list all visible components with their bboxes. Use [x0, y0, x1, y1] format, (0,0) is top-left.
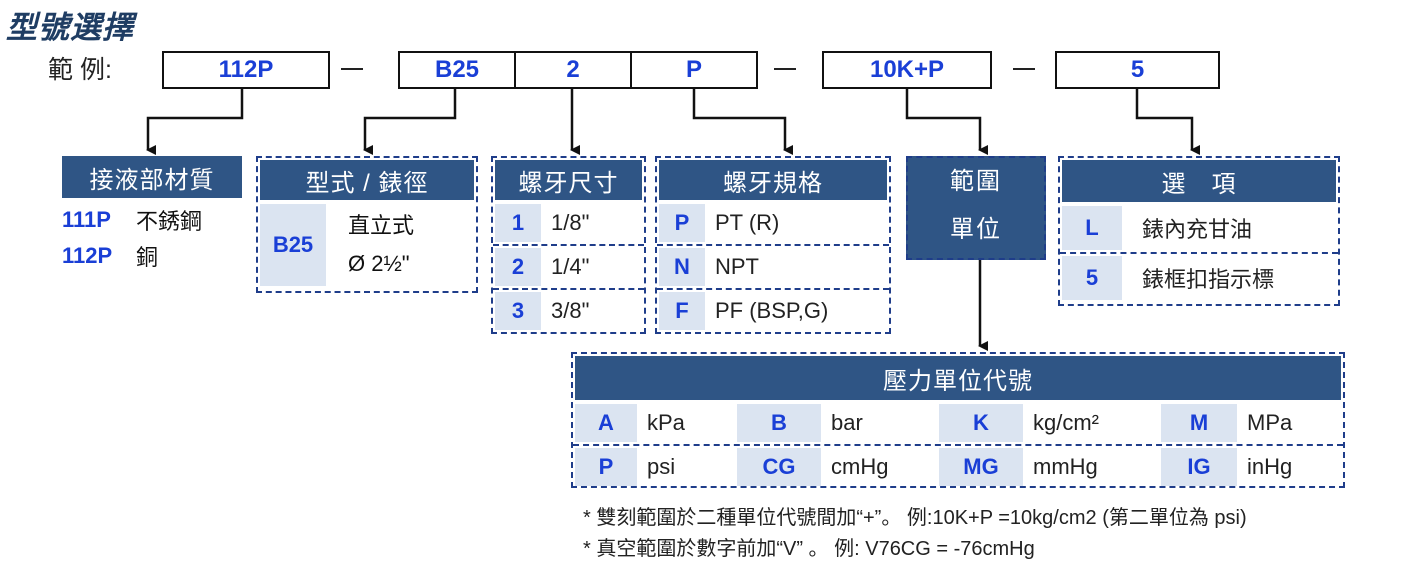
unit-code: P: [575, 448, 637, 486]
thread-spec-code: N: [659, 248, 705, 286]
thread-size-code: 3: [495, 292, 541, 330]
example-segment-type: B25: [398, 51, 516, 89]
example-segment-option: 5: [1055, 51, 1220, 89]
thread-spec-value: PT (R): [715, 210, 780, 235]
options-block: 選 項 L 錶內充甘油 5 錶框扣指示標: [1058, 156, 1340, 306]
thread-size-header: 螺牙尺寸: [495, 160, 642, 200]
unit-value: cmHg: [831, 454, 889, 479]
arrow-option: [1135, 89, 1200, 155]
thread-spec-header: 螺牙規格: [659, 160, 887, 200]
material-header: 接液部材質: [62, 156, 242, 198]
table-row: P psi CG cmHg MG mmHg IG inHg: [573, 444, 1343, 488]
unit-value: bar: [831, 410, 863, 435]
arrow-type: [363, 89, 457, 155]
unit-value: kPa: [647, 410, 685, 435]
arrow-range: [905, 89, 988, 155]
type-line1: 直立式: [348, 213, 415, 238]
thread-size-code: 2: [495, 248, 541, 286]
type-row: B25 直立式 Ø 2½": [258, 202, 476, 288]
thread-size-value: 1/8": [551, 210, 590, 235]
material-value: 銅: [136, 245, 159, 270]
note-vacuum: * 真空範圍於數字前加“V” 。 例: V76CG = -76cmHg: [583, 538, 1035, 560]
option-code: L: [1062, 206, 1122, 250]
separator-dash: [774, 68, 796, 70]
list-item: L 錶內充甘油: [1060, 204, 1338, 252]
unit-value: inHg: [1247, 454, 1293, 479]
arrow-thread-spec: [692, 89, 793, 155]
list-item: 5 錶框扣指示標: [1060, 252, 1338, 302]
pressure-unit-table: 壓力單位代號 A kPa B bar K kg/cm² M MPa P psi …: [571, 352, 1345, 488]
material-code: 111P: [62, 207, 111, 232]
list-item: 2 1/4": [493, 244, 644, 288]
list-item: 3 3/8": [493, 288, 644, 332]
material-value: 不銹鋼: [136, 209, 203, 234]
list-item: F PF (BSP,G): [657, 288, 889, 332]
thread-spec-value: NPT: [715, 254, 759, 279]
example-segment-thread-spec: P: [630, 51, 758, 89]
material-code: 112P: [62, 243, 113, 268]
type-line2: Ø 2½": [348, 251, 410, 276]
option-code: 5: [1062, 256, 1122, 300]
unit-code: B: [737, 404, 821, 442]
thread-spec-value: PF (BSP,G): [715, 298, 829, 323]
option-value: 錶內充甘油: [1142, 217, 1253, 242]
option-value: 錶框扣指示標: [1142, 267, 1275, 292]
page-title: 型號選擇: [6, 10, 134, 45]
unit-code: M: [1161, 404, 1237, 442]
unit-code: A: [575, 404, 637, 442]
unit-value: psi: [647, 454, 676, 479]
example-label: 範 例:: [48, 56, 112, 84]
range-unit-block: 範圍 單位: [906, 156, 1046, 260]
pressure-unit-header: 壓力單位代號: [575, 356, 1341, 400]
thread-size-value: 3/8": [551, 298, 590, 323]
options-header: 選 項: [1062, 160, 1336, 202]
type-header: 型式 / 錶徑: [260, 160, 474, 200]
list-item: 1 1/8": [493, 202, 644, 244]
unit-code: MG: [939, 448, 1023, 486]
type-code: B25: [260, 204, 326, 286]
type-description: 直立式 Ø 2½": [326, 207, 414, 283]
material-block: 接液部材質 111P 不銹鋼 112P 銅: [62, 156, 242, 274]
list-item: 111P 不銹鋼: [62, 202, 242, 238]
thread-size-code: 1: [495, 204, 541, 242]
unit-code: CG: [737, 448, 821, 486]
thread-spec-code: F: [659, 292, 705, 330]
example-segment-range: 10K+P: [822, 51, 992, 89]
unit-label: 單位: [950, 216, 1002, 243]
type-block: 型式 / 錶徑 B25 直立式 Ø 2½": [256, 156, 478, 293]
arrow-material: [146, 89, 244, 155]
list-item: P PT (R): [657, 202, 889, 244]
example-segment-material: 112P: [162, 51, 330, 89]
thread-spec-block: 螺牙規格 P PT (R) N NPT F PF (BSP,G): [655, 156, 891, 334]
table-row: A kPa B bar K kg/cm² M MPa: [573, 402, 1343, 444]
thread-size-value: 1/4": [551, 254, 590, 279]
unit-code: IG: [1161, 448, 1237, 486]
thread-size-block: 螺牙尺寸 1 1/8" 2 1/4" 3 3/8": [491, 156, 646, 334]
unit-code: K: [939, 404, 1023, 442]
separator-dash: [341, 68, 363, 70]
separator-dash: [1013, 68, 1035, 70]
unit-value: kg/cm²: [1033, 410, 1099, 435]
list-item: 112P 銅: [62, 238, 242, 274]
unit-value: MPa: [1247, 410, 1293, 435]
thread-spec-code: P: [659, 204, 705, 242]
range-label: 範圍: [950, 168, 1002, 195]
unit-value: mmHg: [1033, 454, 1098, 479]
list-item: N NPT: [657, 244, 889, 288]
note-dual-scale: * 雙刻範圍於二種單位代號間加“+”。 例:10K+P =10kg/cm2 (第…: [583, 507, 1247, 529]
